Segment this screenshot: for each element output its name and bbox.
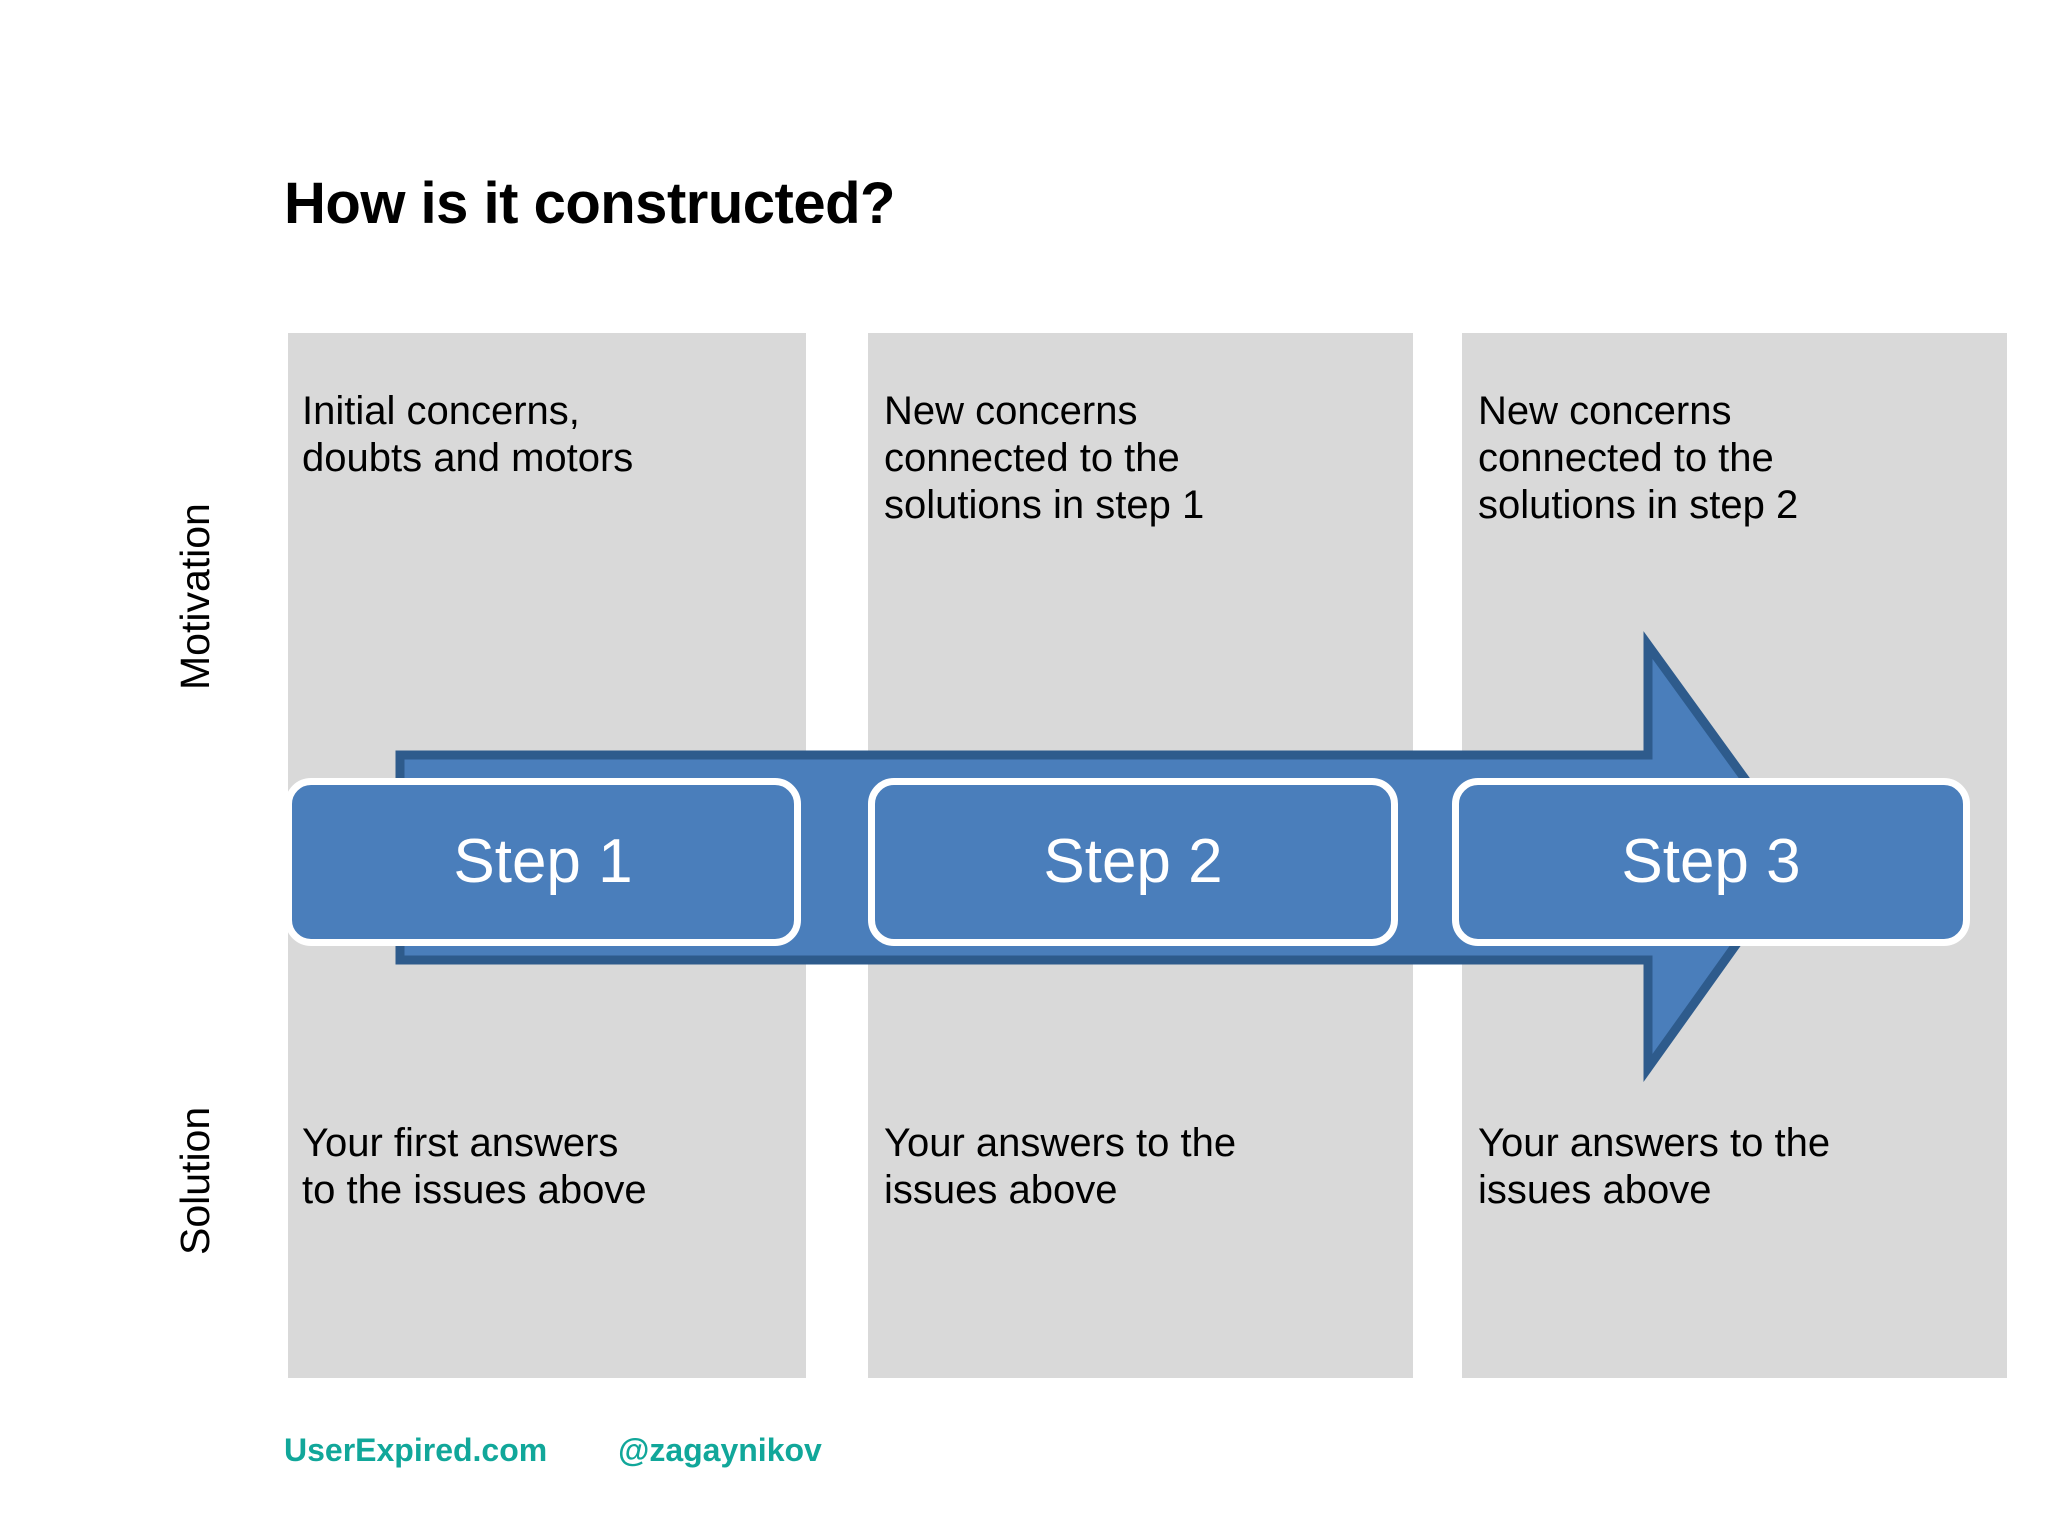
solution-text-2: Your answers to the issues above <box>884 1121 1237 1213</box>
footer-handle-link[interactable]: @zagaynikov <box>618 1432 822 1468</box>
step-box-2[interactable]: Step 2 <box>868 778 1398 946</box>
step-box-3[interactable]: Step 3 <box>1452 778 1970 946</box>
motivation-text-3: New concerns connected to the solutions … <box>1478 389 1799 528</box>
motivation-text-1: Initial concerns, doubts and motors <box>302 389 634 481</box>
step-box-1[interactable]: Step 1 <box>285 778 801 946</box>
axis-label-solution: Solution <box>172 1106 218 1255</box>
motivation-text-2: New concerns connected to the solutions … <box>884 389 1205 528</box>
step-label-3: Step 3 <box>1621 827 1801 896</box>
axis-label-motivation: Motivation <box>172 503 218 690</box>
page-title: How is it constructed? <box>284 171 895 236</box>
step-label-2: Step 2 <box>1043 827 1223 896</box>
footer-site-link[interactable]: UserExpired.com <box>284 1432 548 1468</box>
solution-text-1: Your first answers to the issues above <box>302 1121 647 1213</box>
step-label-1: Step 1 <box>453 827 633 896</box>
footer: UserExpired.com @zagaynikov <box>284 1432 822 1469</box>
solution-text-3: Your answers to the issues above <box>1478 1121 1831 1213</box>
